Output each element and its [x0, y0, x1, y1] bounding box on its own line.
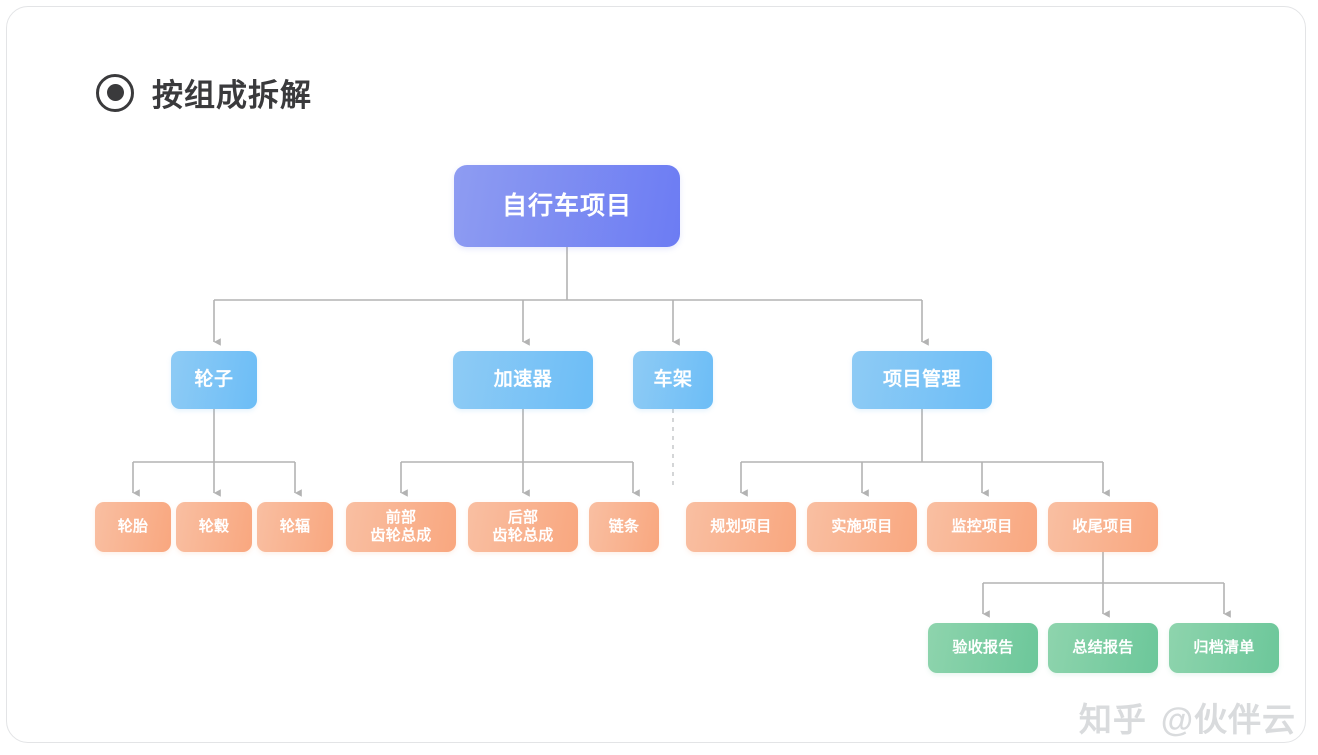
watermark-brand: 知乎: [1078, 701, 1147, 738]
node-chain[interactable]: 链条: [589, 502, 659, 552]
node-summary-report[interactable]: 总结报告: [1048, 623, 1158, 673]
node-front-gear-assembly[interactable]: 前部 齿轮总成: [346, 502, 456, 552]
watermark: 知乎 @伙伴云: [1079, 693, 1296, 741]
node-frame[interactable]: 车架: [633, 351, 713, 409]
page-title: 按组成拆解: [152, 78, 312, 113]
node-execute-project[interactable]: 实施项目: [807, 502, 917, 552]
node-acceptance-report[interactable]: 验收报告: [928, 623, 1038, 673]
node-project-management[interactable]: 项目管理: [852, 351, 992, 409]
node-plan-project[interactable]: 规划项目: [686, 502, 796, 552]
node-wheel[interactable]: 轮子: [171, 351, 257, 409]
node-archive-checklist[interactable]: 归档清单: [1169, 623, 1279, 673]
node-root[interactable]: 自行车项目: [454, 165, 680, 247]
watermark-handle: @伙伴云: [1160, 701, 1296, 738]
node-tire[interactable]: 轮胎: [95, 502, 171, 552]
node-rear-gear-assembly[interactable]: 后部 齿轮总成: [468, 502, 578, 552]
node-spoke[interactable]: 轮辐: [257, 502, 333, 552]
node-hub[interactable]: 轮毂: [176, 502, 252, 552]
page-header: 按组成拆解: [96, 70, 312, 115]
node-accelerator[interactable]: 加速器: [453, 351, 593, 409]
radio-target-icon: [96, 73, 134, 112]
node-monitor-project[interactable]: 监控项目: [927, 502, 1037, 552]
node-closing-project[interactable]: 收尾项目: [1048, 502, 1158, 552]
